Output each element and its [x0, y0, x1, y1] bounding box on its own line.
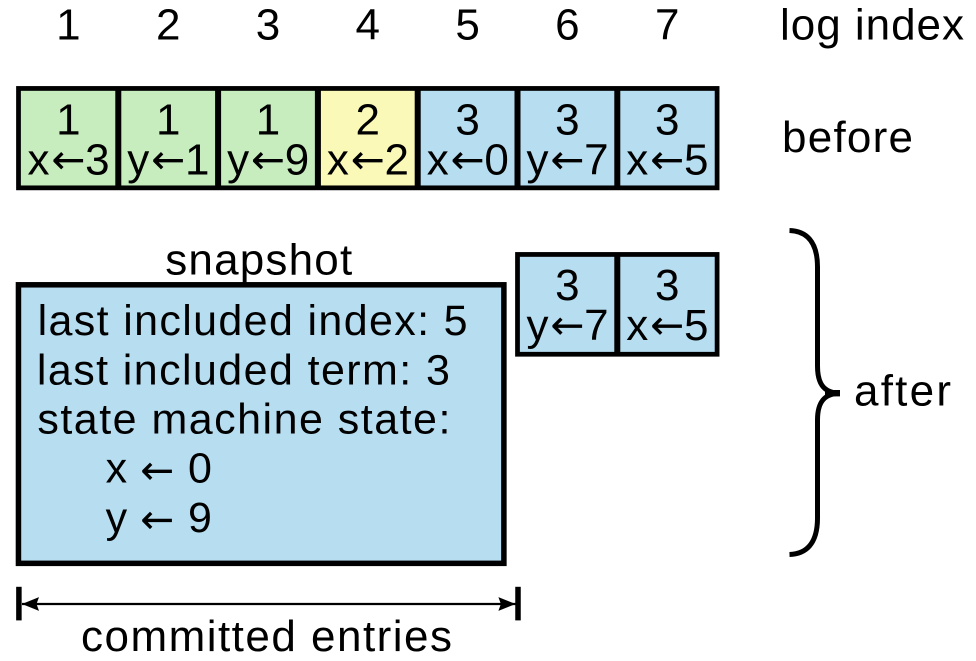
svg-text:1: 1 [256, 95, 280, 144]
svg-text:y: y [227, 135, 249, 184]
svg-text:5: 5 [684, 301, 708, 350]
svg-text:1: 1 [156, 95, 180, 144]
svg-text:3: 3 [655, 261, 679, 310]
svg-text:1: 1 [56, 95, 80, 144]
svg-text:2: 2 [356, 95, 380, 144]
svg-text:x: x [327, 135, 349, 184]
svg-text:committed entries: committed entries [81, 612, 452, 661]
svg-text:log index: log index [780, 1, 964, 50]
svg-text:3: 3 [256, 1, 280, 50]
svg-text:x: x [427, 135, 449, 184]
svg-text:0: 0 [484, 135, 508, 184]
svg-text:1: 1 [185, 135, 209, 184]
svg-text:y: y [527, 301, 549, 350]
svg-text:7: 7 [584, 301, 608, 350]
svg-text:9: 9 [285, 135, 309, 184]
svg-text:before: before [782, 113, 913, 162]
svg-text:y: y [127, 135, 149, 184]
svg-text:x: x [106, 445, 128, 493]
svg-text:1: 1 [56, 1, 80, 50]
svg-text:9: 9 [188, 494, 212, 542]
svg-text:5: 5 [684, 135, 708, 184]
svg-text:7: 7 [655, 1, 679, 50]
svg-text:5: 5 [455, 1, 479, 50]
svg-text:2: 2 [385, 135, 409, 184]
svg-text:6: 6 [555, 1, 579, 50]
svg-text:3: 3 [85, 135, 109, 184]
svg-text:x: x [28, 135, 50, 184]
svg-text:4: 4 [356, 1, 380, 50]
svg-text:3: 3 [655, 95, 679, 144]
svg-text:0: 0 [188, 445, 212, 493]
svg-text:3: 3 [555, 261, 579, 310]
svg-text:snapshot: snapshot [165, 235, 352, 284]
svg-text:last included index: 5: last included index: 5 [38, 297, 468, 345]
svg-text:3: 3 [555, 95, 579, 144]
svg-text:x: x [626, 301, 648, 350]
svg-text:state machine state:: state machine state: [37, 396, 450, 444]
svg-text:3: 3 [455, 95, 479, 144]
svg-text:x: x [626, 135, 648, 184]
svg-text:after: after [854, 367, 951, 416]
svg-text:7: 7 [584, 135, 608, 184]
svg-text:y: y [106, 494, 128, 542]
svg-text:2: 2 [156, 1, 180, 50]
svg-text:y: y [527, 135, 549, 184]
svg-text:last included term: 3: last included term: 3 [37, 346, 450, 394]
